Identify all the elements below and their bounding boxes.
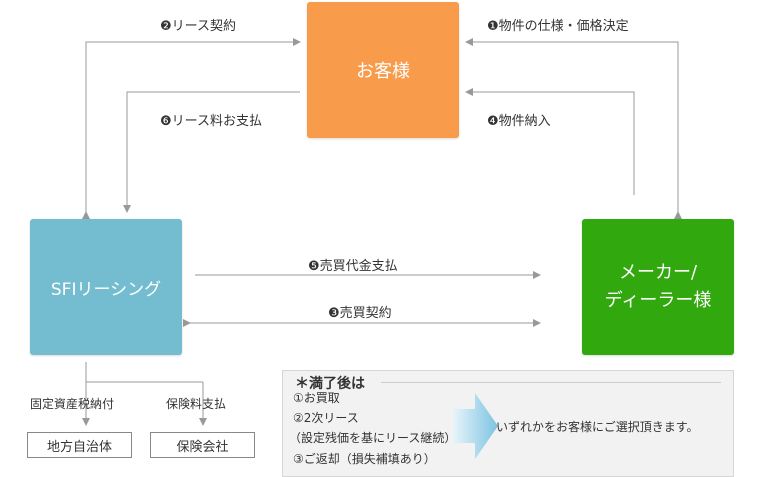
arrow-lease-contract (82, 38, 301, 219)
maker-label-line1: メーカー/ (618, 262, 698, 283)
option-secondary-lease: ②2次リース (293, 411, 359, 425)
sfi-label: SFIリーシング (50, 279, 162, 300)
maker-label-line2: ディーラー様 (604, 290, 712, 311)
arrow-delivery (465, 88, 635, 195)
right-arrow-icon (453, 393, 498, 459)
flow-label-spec-price: ❶物件の仕様・価格決定 (487, 19, 629, 34)
expiry-divider (381, 382, 721, 383)
flow-label-delivery: ❹物件納入 (487, 114, 551, 129)
flow-label-purchase-contract: ❸売買契約 (328, 306, 392, 321)
arrow-lease-payment (123, 91, 300, 213)
maker-dealer-node: メーカー/ ディーラー様 (582, 219, 734, 355)
sfi-leasing-node: SFIリーシング (30, 219, 182, 355)
flow-label-lease-contract: ❷リース契約 (160, 19, 237, 34)
expiry-options-panel: ＊満了後は ①お買取 ②2次リース （設定残価を基にリース継続） ③ご返却（損失… (282, 370, 734, 477)
flow-label-purchase-payment: ❺売買代金支払 (308, 259, 398, 274)
expiry-conclusion: いずれかをお客様にご選択頂きます。 (496, 420, 699, 434)
option-return: ③ご返却（損失補填あり） (293, 452, 436, 466)
option-purchase: ①お買取 (293, 391, 340, 405)
option-secondary-lease-note: （設定残価を基にリース継続） (289, 431, 457, 445)
arrow-branch (85, 362, 203, 383)
arrow-spec-price (465, 38, 682, 219)
tax-payment-label: 固定資産税納付 (30, 397, 115, 411)
insurance-company-box: 保険会社 (150, 432, 255, 458)
flow-label-lease-payment: ❻リース料お支払 (160, 114, 263, 129)
insurance-payment-label: 保険料支払 (166, 397, 227, 411)
expiry-title: ＊満了後は (295, 376, 365, 392)
local-government-box: 地方自治体 (27, 432, 132, 458)
customer-node: お客様 (307, 2, 459, 138)
customer-label: お客様 (356, 61, 410, 82)
